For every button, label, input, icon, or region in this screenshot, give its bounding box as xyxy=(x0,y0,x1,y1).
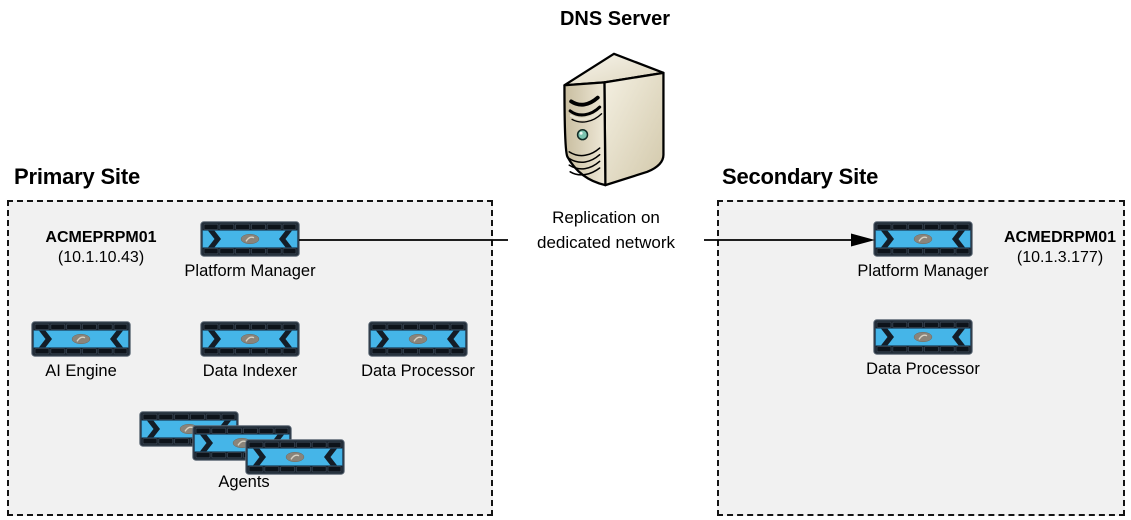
primary-host-ip: (10.1.10.43) xyxy=(57,249,145,266)
appliance-icon xyxy=(245,439,345,475)
appliance-icon xyxy=(31,321,131,357)
node-primary-data-processor: Data Processor xyxy=(361,321,475,380)
node-primary-platform-manager: Platform Manager xyxy=(184,221,316,280)
replication-label: Replication on dedicated network xyxy=(508,203,704,257)
arrowhead-icon xyxy=(851,233,875,247)
ai-engine-label: AI Engine xyxy=(45,362,117,380)
primary-data-processor-label: Data Processor xyxy=(361,362,475,380)
replication-label-line2: dedicated network xyxy=(537,233,675,252)
secondary-host-name: ACMEDRPM01 xyxy=(1003,229,1116,246)
appliance-icon xyxy=(200,221,300,257)
secondary-host-label: ACMEDRPM01 (10.1.3.177) xyxy=(985,228,1131,268)
node-secondary-data-processor: Data Processor xyxy=(866,319,980,378)
secondary-platform-manager-label: Platform Manager xyxy=(857,262,989,280)
replication-label-line1: Replication on xyxy=(552,208,660,227)
server-tower-icon xyxy=(553,50,673,188)
appliance-icon xyxy=(200,321,300,357)
primary-host-name: ACMEPRPM01 xyxy=(45,229,157,246)
data-indexer-label: Data Indexer xyxy=(202,362,298,380)
node-data-indexer: Data Indexer xyxy=(200,321,300,380)
secondary-site-title: Secondary Site xyxy=(722,164,879,189)
primary-platform-manager-label: Platform Manager xyxy=(184,262,316,280)
secondary-data-processor-label: Data Processor xyxy=(866,360,980,378)
appliance-icon xyxy=(368,321,468,357)
appliance-icon xyxy=(873,319,973,355)
secondary-host-ip: (10.1.3.177) xyxy=(1016,249,1104,266)
node-agents: Agents xyxy=(139,411,345,495)
dns-server-label: DNS Server xyxy=(559,8,671,30)
primary-host-label: ACMEPRPM01 (10.1.10.43) xyxy=(26,228,176,268)
node-secondary-platform-manager: Platform Manager xyxy=(857,221,989,280)
node-ai-engine: AI Engine xyxy=(31,321,131,380)
agents-label: Agents xyxy=(218,473,270,491)
appliance-icon xyxy=(873,221,973,257)
primary-site-title: Primary Site xyxy=(14,164,141,189)
